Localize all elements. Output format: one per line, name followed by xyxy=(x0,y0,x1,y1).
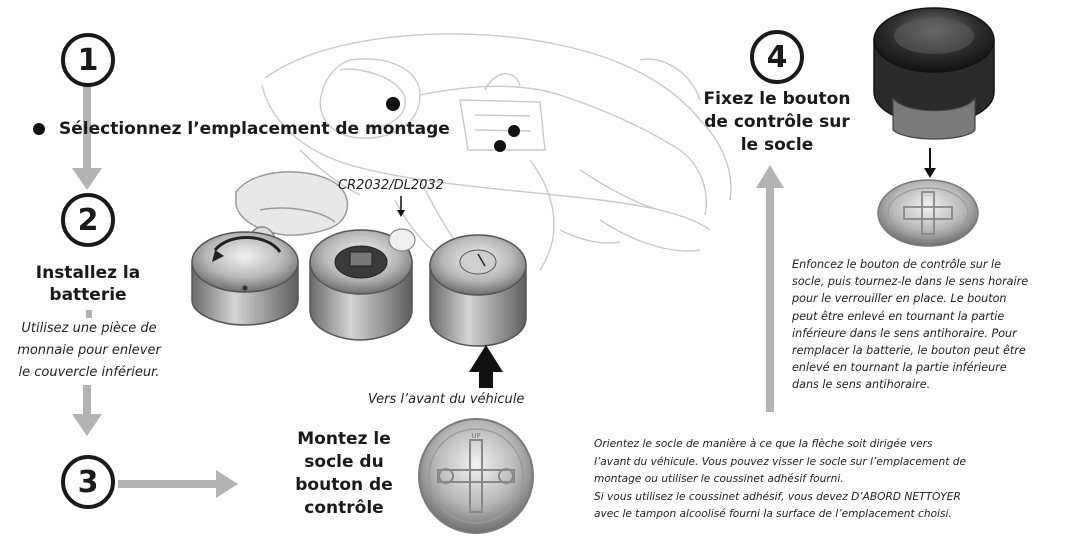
step-4-heading: Fixez le bouton de contrôle sur le socle xyxy=(694,88,860,157)
step-2-note-line: monnaie pour enlever xyxy=(17,343,161,358)
step-2-note: Utilisez une pièce de monnaie pour enlev… xyxy=(0,318,178,384)
battery-type-label: CR2032/DL2032 xyxy=(338,178,444,193)
mount-location-dot xyxy=(494,140,506,152)
step-3-note: Orientez le socle de manière à ce que la… xyxy=(594,436,1064,524)
mount-location-dot xyxy=(386,97,400,111)
step4-base-illustration xyxy=(877,179,979,247)
base-plate-illustration: UP xyxy=(418,418,534,534)
step-4-heading-line: Fixez le bouton xyxy=(703,89,851,109)
step-3-heading: Montez le socle du bouton de contrôle xyxy=(282,428,406,520)
step-2-note-line: le couvercle inférieur. xyxy=(18,365,160,380)
step-1-badge: 1 xyxy=(61,33,115,87)
arrow-step3-to-base xyxy=(118,470,238,498)
step-3-note-line: avec le tampon alcoolisé fourni la surfa… xyxy=(594,508,952,521)
battery-pointer-arrow xyxy=(397,196,405,217)
arrow-up-to-step4 xyxy=(756,165,784,412)
step-2-note-line: Utilisez une pièce de xyxy=(21,321,157,336)
step-4-badge: 4 xyxy=(750,30,804,84)
step-4-note-line: remplacer la batterie, le bouton peut êt… xyxy=(792,344,1026,358)
knob-down-arrow xyxy=(924,148,936,178)
knob-dark-illustration xyxy=(873,7,995,140)
step-3-heading-line: Montez le xyxy=(297,429,391,449)
car-interior-illustration xyxy=(261,33,732,271)
step-3-note-line: montage ou utiliser le coussinet adhésif… xyxy=(594,473,844,486)
step-2-heading-line: Installez la xyxy=(35,263,141,283)
step-2-heading-line: batterie xyxy=(49,285,127,305)
step-1-heading: Sélectionnez l’emplacement de montage xyxy=(59,119,450,139)
step-4-note-line: socle, puis tournez-le dans le sens hora… xyxy=(792,275,1029,289)
knob-cover-illustration xyxy=(191,231,299,326)
knob-closed-illustration xyxy=(429,234,527,347)
step-4-note-line: dans le sens antihoraire. xyxy=(792,378,931,392)
step-3-note-line: Si vous utilisez le coussinet adhésif, v… xyxy=(594,490,961,503)
arrow-step1-to-step2 xyxy=(72,84,102,190)
step-4-heading-line: de contrôle sur xyxy=(704,112,850,132)
step-3-note-line: Orientez le socle de manière à ce que la… xyxy=(594,438,933,450)
bullet-dot xyxy=(33,123,45,135)
front-direction-arrow xyxy=(469,345,503,388)
step-3-heading-line: bouton de xyxy=(295,475,393,495)
step-4-note-line: Enfoncez le bouton de contrôle sur le xyxy=(792,258,1002,271)
step-3-badge: 3 xyxy=(61,455,115,509)
step-4-note: Enfoncez le bouton de contrôle sur le so… xyxy=(792,256,1068,394)
step-4-note-line: pour le verrouiller en place. Le bouton xyxy=(792,292,1007,306)
connector-line-step2 xyxy=(86,310,92,318)
front-of-vehicle-label: Vers l’avant du véhicule xyxy=(368,392,525,407)
step-4-note-line: peut être enlevé en tournant la partie xyxy=(792,309,1005,323)
step-3-heading-line: socle du xyxy=(304,452,384,472)
mount-location-dot xyxy=(508,125,520,137)
step-4-heading-line: le socle xyxy=(740,135,814,155)
base-up-mark: UP xyxy=(471,432,480,440)
step-4-note-line: enlevé en tournant la partie inférieure xyxy=(792,361,1007,375)
step-3-heading-line: contrôle xyxy=(304,498,384,518)
step-3-note-line: l’avant du véhicule. Vous pouvez visser … xyxy=(594,455,967,468)
knob-battery-illustration xyxy=(309,228,416,341)
step-2-heading: Installez la batterie xyxy=(14,262,162,306)
arrow-step2-to-step3 xyxy=(72,385,102,436)
step-4-note-line: inférieure dans le sens antihoraire. Pou… xyxy=(792,326,1017,340)
step-2-badge: 2 xyxy=(61,193,115,247)
